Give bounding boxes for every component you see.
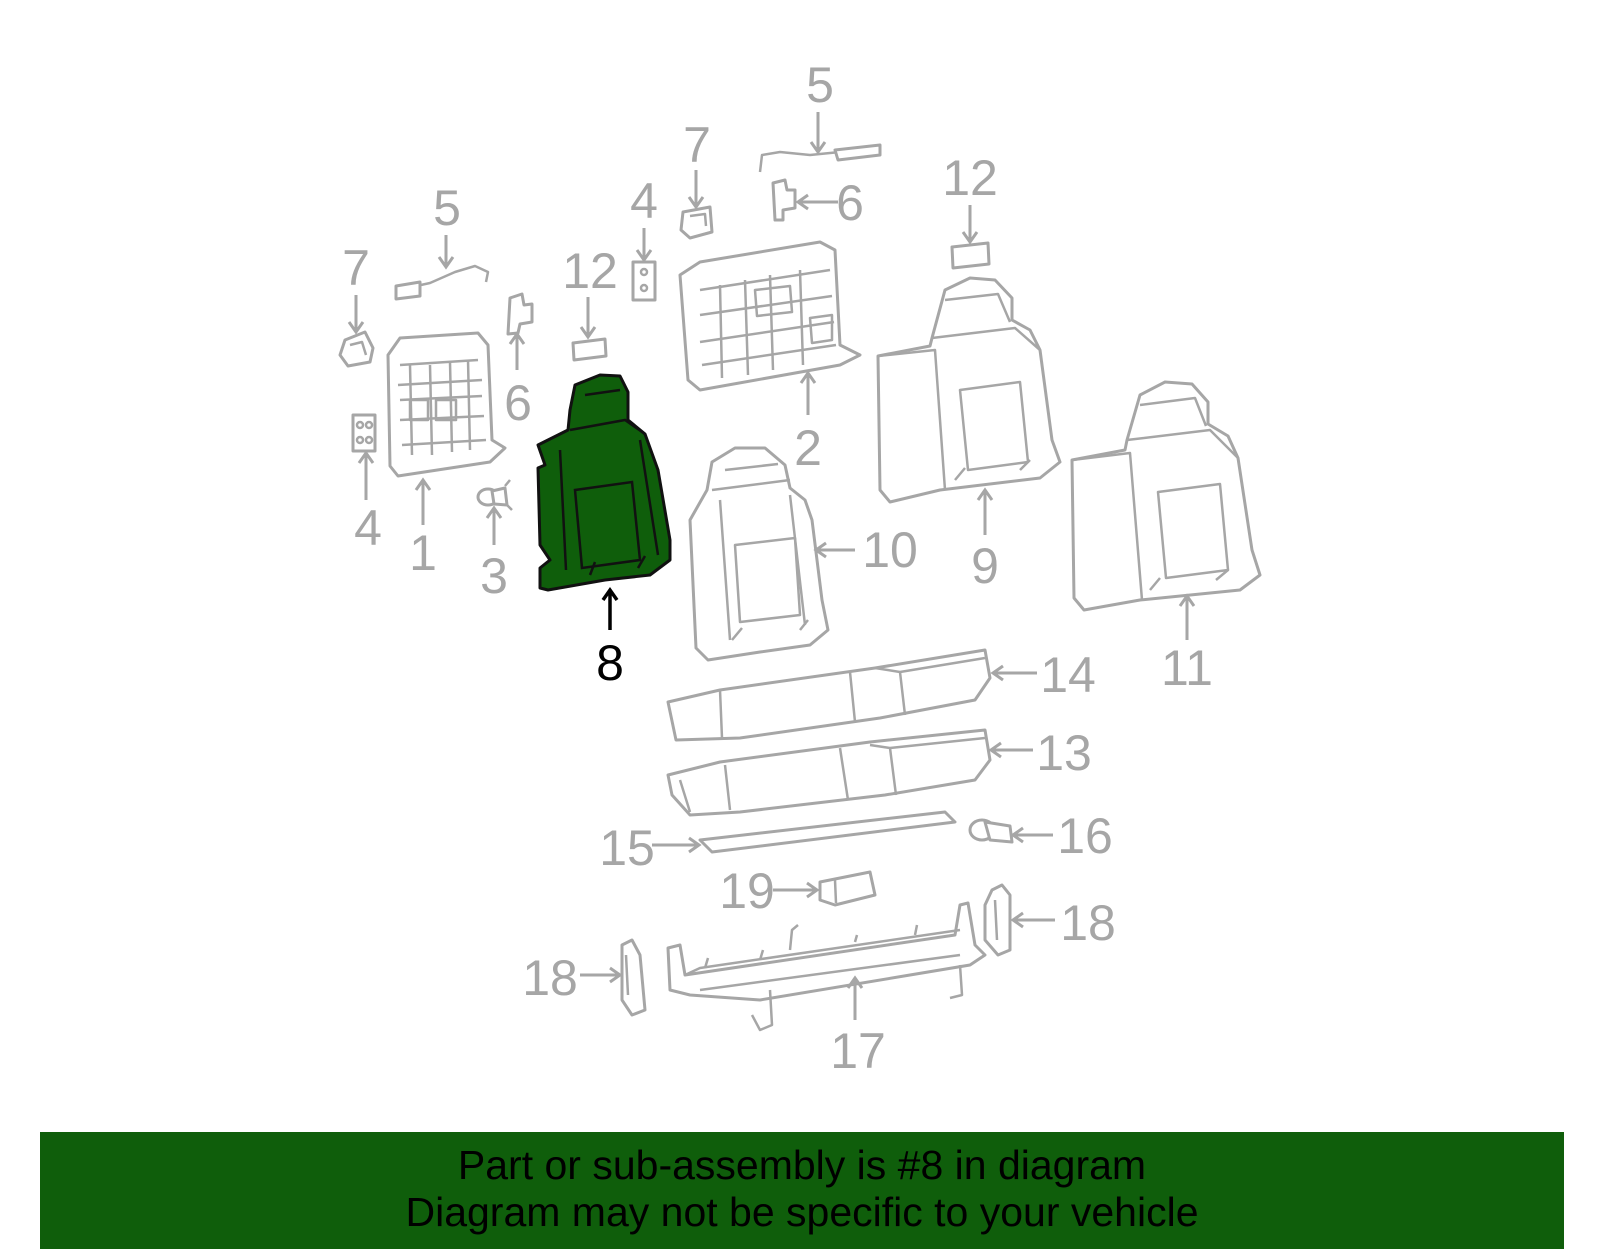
callout-14[interactable]: 14 — [1040, 647, 1096, 703]
callout-2[interactable]: 2 — [794, 420, 822, 476]
callout-12-right[interactable]: 12 — [942, 150, 998, 206]
part-17-seat-frame[interactable] — [666, 901, 987, 1032]
info-banner: Part or sub-assembly is #8 in diagram Di… — [40, 1132, 1564, 1249]
part-3-knob[interactable] — [476, 479, 513, 511]
part-1-seatback-frame-left[interactable] — [386, 331, 507, 478]
part-9-seatback-cover[interactable] — [876, 276, 1062, 504]
part-15-strip[interactable] — [698, 810, 957, 854]
callout-6-left[interactable]: 6 — [504, 375, 532, 431]
part-6-bracket-left[interactable] — [506, 292, 534, 336]
callout-18-left[interactable]: 18 — [522, 950, 578, 1006]
part-12-label-left[interactable] — [571, 337, 608, 362]
callout-arrows — [347, 112, 1196, 1020]
callout-8-highlighted[interactable]: 8 — [596, 635, 624, 691]
part-16-clip[interactable] — [968, 818, 1014, 844]
callout-7-upper[interactable]: 7 — [683, 117, 711, 173]
parts-diagram: 7 5 4 1 3 6 12 4 7 5 6 2 12 9 10 11 8 14… — [338, 57, 1262, 1079]
banner-line-part: Part or sub-assembly is #8 in diagram — [457, 1142, 1147, 1188]
callout-10[interactable]: 10 — [862, 522, 918, 578]
callout-11[interactable]: 11 — [1161, 640, 1213, 696]
part-12-label-right[interactable] — [950, 241, 991, 270]
part-11-seatback-cover-right[interactable] — [1070, 380, 1262, 612]
part-13-cushion-pad[interactable] — [666, 728, 992, 817]
callout-1[interactable]: 1 — [409, 525, 437, 581]
callout-17[interactable]: 17 — [830, 1023, 886, 1079]
part-10-seatback-cover-mid[interactable] — [688, 446, 830, 662]
part-7-clip-upper[interactable] — [679, 205, 714, 240]
callout-6-upper[interactable]: 6 — [836, 175, 864, 231]
part-14-cushion-cover[interactable] — [666, 648, 992, 742]
callout-19[interactable]: 19 — [719, 863, 775, 919]
banner-line-disclaimer: Diagram may not be specific to your vehi… — [405, 1189, 1199, 1235]
part-4-plate-upper[interactable] — [631, 260, 657, 302]
part-7-clip-left[interactable] — [338, 330, 375, 368]
part-8-seatback-pad-highlighted[interactable] — [536, 373, 672, 592]
callout-4-left[interactable]: 4 — [354, 500, 382, 556]
callout-15[interactable]: 15 — [599, 820, 655, 876]
part-2-seatback-frame-right[interactable] — [678, 240, 862, 392]
part-18-trim-right[interactable] — [983, 883, 1012, 957]
callout-12-left[interactable]: 12 — [562, 243, 618, 299]
callout-labels: 7 5 4 1 3 6 12 4 7 5 6 2 12 9 10 11 8 14… — [342, 57, 1213, 1079]
callout-5-upper[interactable]: 5 — [806, 57, 834, 113]
callout-13[interactable]: 13 — [1036, 725, 1092, 781]
part-19-bracket[interactable] — [818, 870, 877, 907]
callout-7-left[interactable]: 7 — [342, 240, 370, 296]
part-18-trim-left[interactable] — [620, 938, 647, 1017]
callout-4-upper[interactable]: 4 — [630, 173, 658, 229]
callout-16[interactable]: 16 — [1057, 808, 1113, 864]
part-4-plate-left[interactable] — [351, 413, 377, 453]
callout-18-right[interactable]: 18 — [1060, 895, 1116, 951]
callout-9[interactable]: 9 — [971, 538, 999, 594]
part-5-wire-left[interactable] — [394, 264, 490, 301]
callout-5-left[interactable]: 5 — [433, 180, 461, 236]
part-6-bracket-upper[interactable] — [771, 178, 797, 222]
part-5-wire-upper[interactable] — [758, 143, 882, 173]
callout-3[interactable]: 3 — [480, 548, 508, 604]
